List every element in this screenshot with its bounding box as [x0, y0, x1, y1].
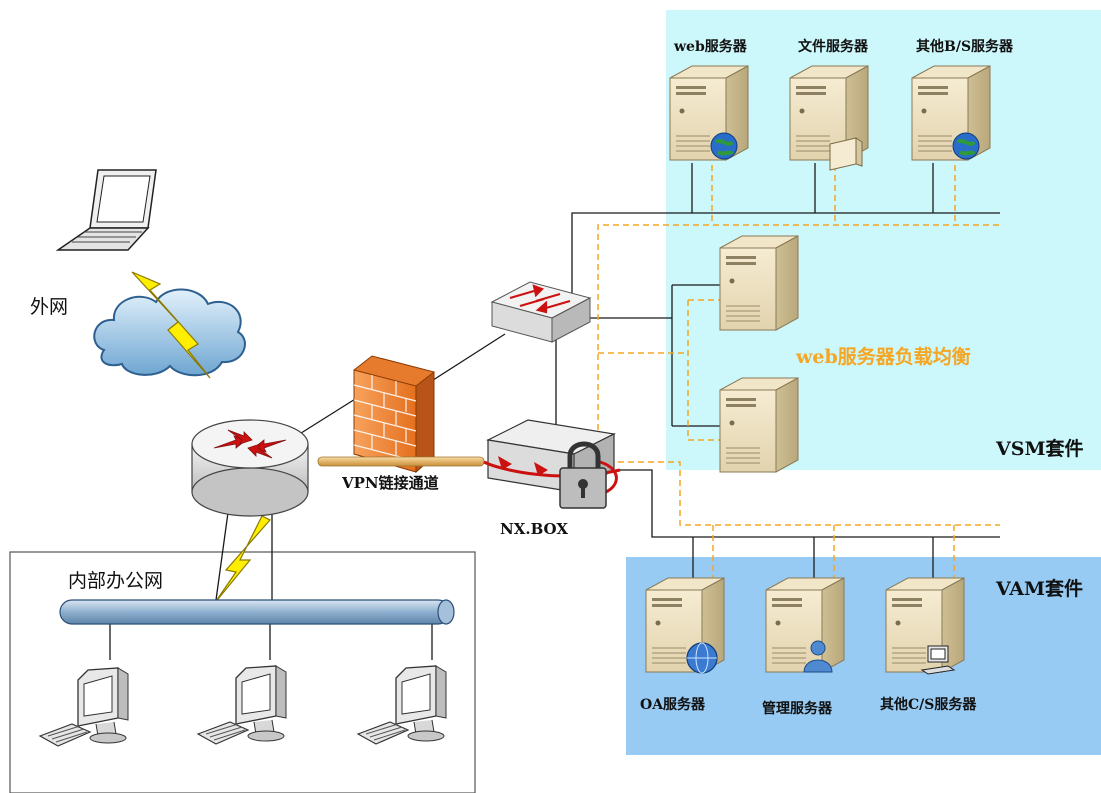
dashed-links: [597, 165, 1000, 595]
router-icon: [191, 419, 309, 517]
vsm-server-file: [789, 65, 869, 171]
vsm-suite-label: VSM套件: [996, 438, 1084, 460]
vsm-server-label: 文件服务器: [798, 39, 868, 55]
office-network-label: 内部办公网: [68, 570, 164, 592]
wireless-link-icon: [213, 515, 271, 605]
wireless-link-icon: [131, 271, 211, 379]
vsm-server-label: 其他B/S服务器: [916, 39, 1014, 55]
office-lan-bus: [59, 599, 455, 625]
web-globe-icon: [686, 642, 718, 674]
vam-server-label: OA服务器: [640, 697, 706, 713]
vpn-tunnel-label: VPN链接通道: [342, 474, 439, 492]
vsm-server-label: web服务器: [674, 39, 747, 55]
vam-server-other: [885, 577, 965, 675]
firewall-icon: [353, 355, 435, 474]
pc-icon: [920, 645, 956, 675]
vsm-server-other: [911, 65, 991, 161]
lb-server-1: [719, 235, 799, 331]
user-icon: [803, 640, 833, 673]
vpn-tunnel-pipe: [317, 456, 485, 467]
vam-server-mgmt: [765, 577, 845, 673]
switch-icon: [490, 281, 592, 343]
lock-icon: [559, 441, 607, 509]
vsm-server-web: [669, 65, 749, 161]
vam-server-label: 管理服务器: [762, 701, 832, 717]
vam-server-oa: [645, 577, 725, 674]
lb-server-2: [719, 377, 799, 473]
globe-icon: [952, 132, 980, 160]
nx-box-label: NX.BOX: [500, 520, 568, 538]
laptop-icon: [55, 169, 157, 251]
folder-icon: [829, 137, 863, 171]
vam-server-label: 其他C/S服务器: [880, 697, 977, 713]
internet-label: 外网: [30, 296, 69, 318]
vam-suite-label: VAM套件: [996, 578, 1084, 600]
load-balancing-label: web服务器负载均衡: [796, 346, 971, 368]
globe-icon: [710, 132, 738, 160]
